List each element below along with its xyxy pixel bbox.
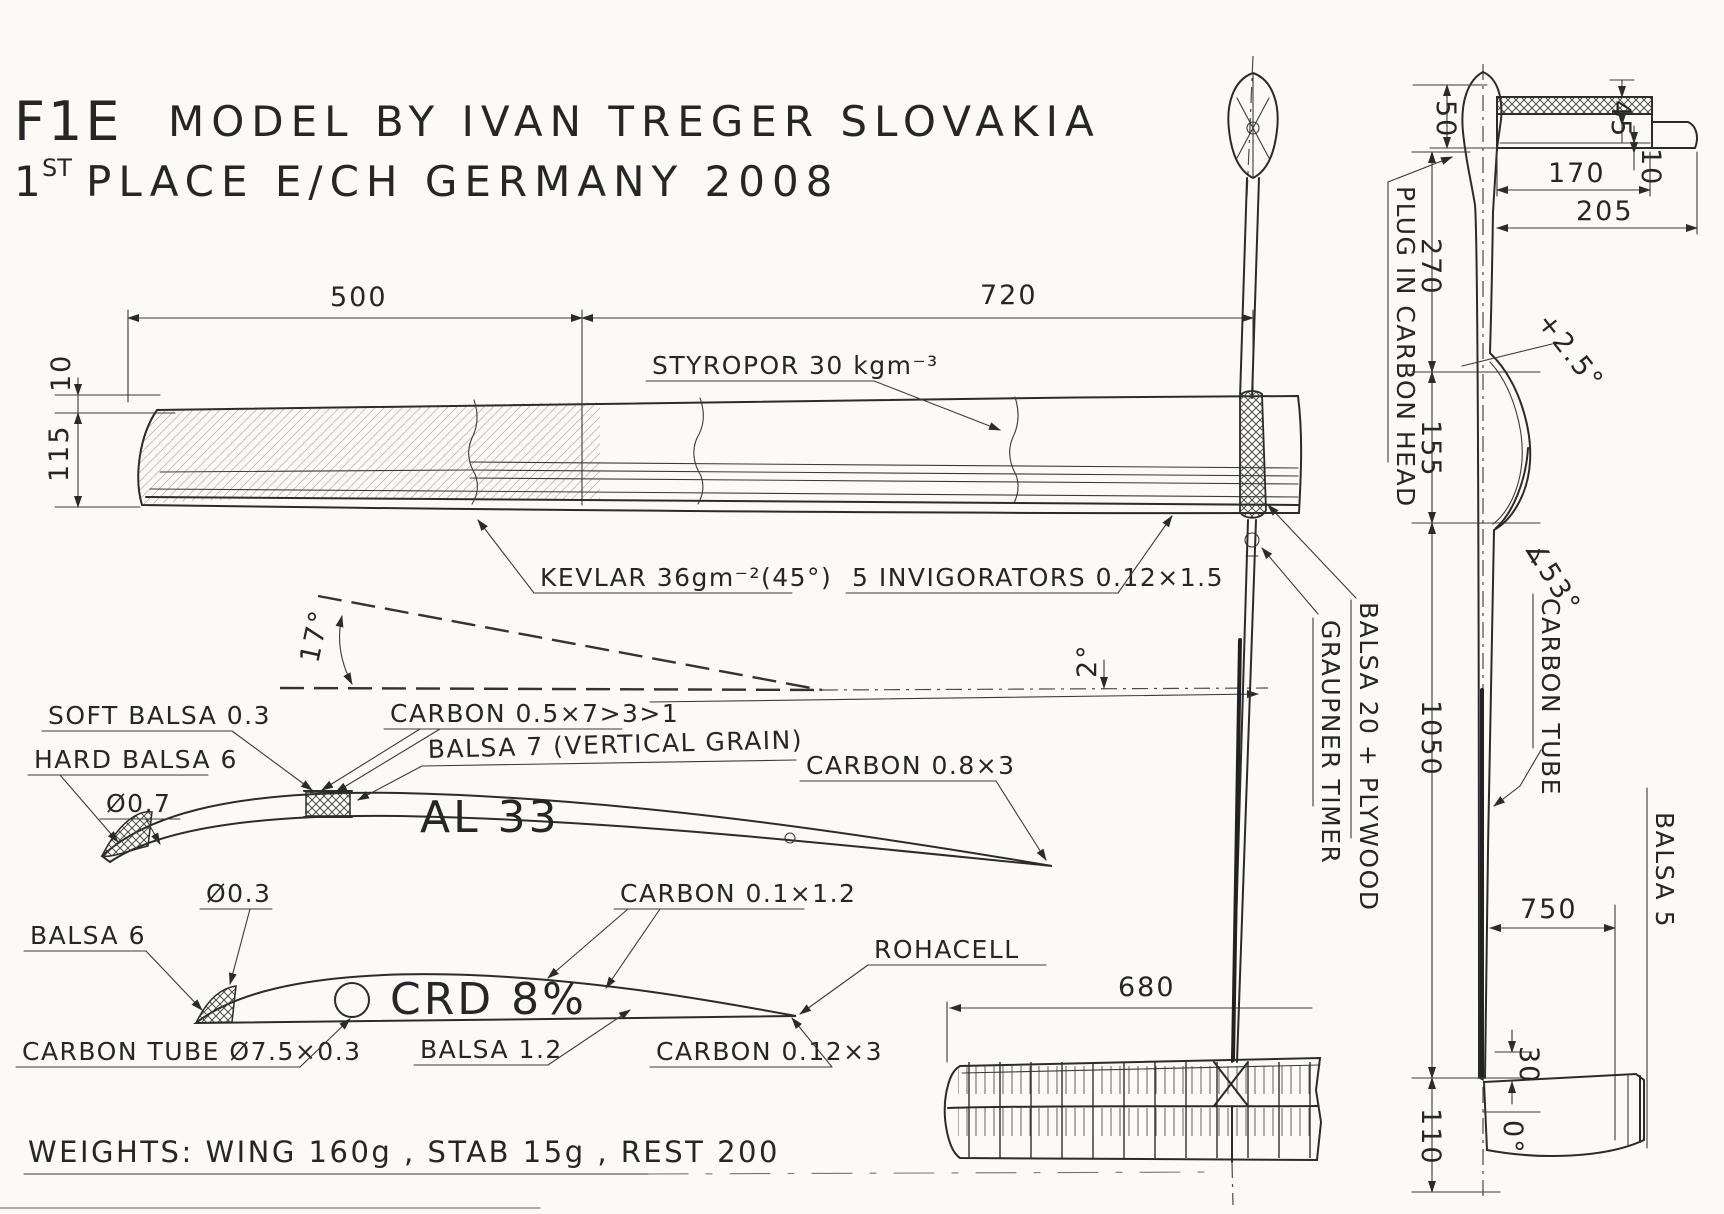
label-soft-balsa: SOFT BALSA 0.3: [48, 701, 271, 730]
stab-airfoil-section: CRD 8% Ø0.3 BALSA 6 CARBON 0.1×1.2 ROHAC…: [15, 879, 1047, 1068]
angle-dihedral: 17°: [295, 606, 337, 665]
title-line2-number: 1: [14, 157, 48, 206]
angle-washout: 2°: [1072, 643, 1103, 678]
label-le-diameter-wing: Ø0.7: [106, 789, 171, 818]
title-line1: MODEL BY IVAN TREGER SLOVAKIA: [168, 97, 1101, 146]
wing-airfoil-name: AL 33: [420, 792, 560, 843]
dim-inner-panel: 720: [980, 280, 1038, 311]
angle-wing-incidence: +2.5°: [1530, 307, 1609, 396]
dim-tip-panel: 500: [330, 282, 388, 313]
dim-tip-chord: 115: [44, 424, 75, 482]
label-plug: PLUG IN CARBON HEAD: [1391, 186, 1420, 508]
stab-airfoil-name: CRD 8%: [390, 974, 587, 1025]
fuselage-side-view: 45 10 170 205 50 PLUG IN CARBON HEAD 270…: [1387, 64, 1698, 1200]
label-carbon-tube-side: CARBON TUBE: [1536, 598, 1565, 796]
dim-pylon-chord: 155: [1415, 420, 1446, 478]
label-balsa-core: BALSA 1.2: [420, 1035, 563, 1064]
dim-head-total: 205: [1576, 196, 1634, 227]
dim-head-height: 45: [1605, 100, 1636, 138]
stab-top-view: 680: [943, 972, 1323, 1162]
label-carbon-tube-stab: CARBON TUBE Ø7.5×0.3: [22, 1037, 362, 1066]
label-shear-web: BALSA 7 (VERTICAL GRAIN): [427, 725, 803, 764]
label-te-carbon-stab: CARBON 0.12×3: [656, 1037, 883, 1066]
label-invigorators: 5 INVIGORATORS 0.12×1.5: [852, 563, 1224, 592]
dim-tail: 110: [1415, 1108, 1446, 1166]
wing-airfoil-section: AL 33 SOFT BALSA 0.3 CARBON 0.5×7>3>1 HA…: [27, 699, 1053, 867]
dim-tip-offset: 10: [46, 354, 77, 392]
notes-block: WEIGHTS: WING 160g , STAB 15g , REST 200: [0, 1135, 1219, 1209]
label-balsa-fin: BALSA 5: [1650, 812, 1679, 928]
label-kevlar: KEVLAR 36gm⁻²(45°): [540, 563, 832, 592]
label-carbon-spar: CARBON 0.5×7>3>1: [390, 699, 679, 728]
label-balsa-le: BALSA 6: [30, 921, 146, 950]
dim-head-depth: 50: [1430, 100, 1461, 138]
dim-head-len: 170: [1548, 158, 1606, 189]
dim-fin-len: 750: [1520, 894, 1578, 925]
label-hard-balsa: HARD BALSA 6: [34, 745, 238, 774]
angle-stab: 0°: [1497, 1120, 1528, 1155]
dim-fin-offset: 30: [1513, 1046, 1544, 1084]
label-le-diameter-stab: Ø0.3: [206, 879, 271, 908]
label-rohacell: ROHACELL: [874, 935, 1020, 964]
weights-note: WEIGHTS: WING 160g , STAB 15g , REST 200: [28, 1135, 780, 1169]
label-carbon-cap: CARBON 0.1×1.2: [620, 879, 856, 908]
dim-nose-to-pylon: 270: [1415, 238, 1446, 296]
dihedral-view: 17° 2°: [279, 594, 1269, 703]
title-line2: PLACE E/CH GERMANY 2008: [86, 157, 839, 206]
fuselage-front-view: GRAUPNER TIMER BALSA 20 + PLYWOOD: [1227, 55, 1383, 1206]
label-timer: GRAUPNER TIMER: [1316, 620, 1345, 864]
title-block: F1E MODEL BY IVAN TREGER SLOVAKIA 1 ST P…: [14, 90, 1101, 206]
label-styropor: STYROPOR 30 kgm⁻³: [652, 351, 939, 380]
title-line2-ordinal: ST: [42, 154, 72, 182]
wing-top-view: 500 720 10 115 STYROPOR 30 kgm⁻³ KEVLAR …: [44, 280, 1303, 594]
dim-stab-span: 680: [1118, 972, 1176, 1003]
dim-boom: 1050: [1415, 700, 1446, 777]
model-code: F1E: [14, 90, 123, 153]
label-balsa-plywood: BALSA 20 + PLYWOOD: [1354, 602, 1383, 912]
label-te-carbon-wing: CARBON 0.8×3: [806, 751, 1016, 780]
